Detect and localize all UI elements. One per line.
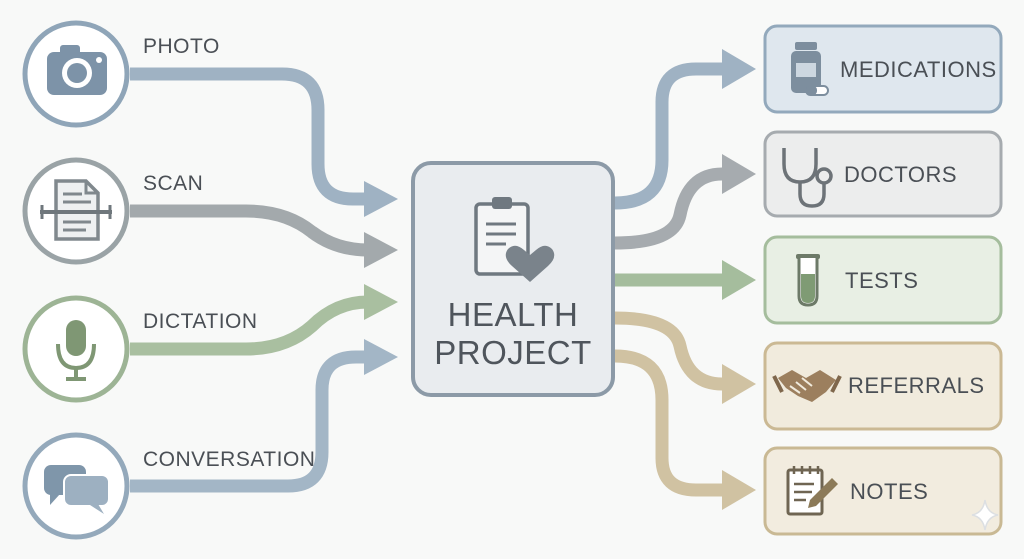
output-label-tests: TESTS bbox=[845, 268, 919, 293]
arrow-notes bbox=[614, 349, 726, 497]
arrowhead-tests bbox=[722, 260, 756, 300]
arrow-conversation bbox=[130, 350, 368, 493]
arrowhead-referrals bbox=[722, 364, 756, 404]
input-label-dictation: DICTATION bbox=[143, 310, 258, 333]
arrowhead-doctors bbox=[722, 154, 756, 194]
input-label-scan: SCAN bbox=[143, 172, 204, 195]
input-photo bbox=[22, 20, 130, 128]
arrowhead-notes bbox=[722, 470, 756, 510]
pill-bottle-icon bbox=[791, 42, 829, 96]
input-label-conversation: CONVERSATION bbox=[143, 448, 316, 471]
hub-box bbox=[411, 161, 615, 397]
arrow-dictation bbox=[130, 295, 369, 356]
chat-bubbles-icon bbox=[44, 465, 110, 514]
output-notes bbox=[763, 446, 1003, 536]
output-tests bbox=[763, 235, 1003, 325]
arrowhead-conversation bbox=[364, 339, 398, 375]
clipboard-heart-icon bbox=[474, 197, 555, 282]
arrow-doctors bbox=[614, 167, 729, 250]
document-scanner-icon bbox=[40, 179, 112, 241]
handshake-icon bbox=[772, 370, 842, 402]
arrowhead-scan bbox=[364, 232, 398, 268]
input-dictation bbox=[22, 295, 130, 403]
input-conversation bbox=[22, 432, 130, 540]
arrowhead-photo bbox=[364, 181, 398, 217]
input-scan bbox=[22, 157, 130, 265]
input-label-photo: PHOTO bbox=[143, 35, 220, 58]
output-label-notes: NOTES bbox=[850, 479, 929, 504]
arrow-photo bbox=[130, 67, 368, 206]
notepad-pencil-icon bbox=[786, 466, 838, 516]
output-label-doctors: DOCTORS bbox=[844, 162, 958, 187]
output-referrals bbox=[763, 341, 1003, 431]
camera-icon bbox=[47, 45, 107, 95]
arrow-scan bbox=[130, 204, 369, 257]
hub-title-line2: PROJECT bbox=[434, 334, 592, 371]
stethoscope-icon bbox=[782, 148, 833, 208]
output-doctors bbox=[763, 130, 1003, 218]
hub-title-line1: HEALTH bbox=[447, 296, 579, 333]
sparkle-icon bbox=[971, 499, 999, 531]
arrow-medications bbox=[614, 62, 724, 210]
arrowhead-medications bbox=[722, 49, 756, 89]
test-tube-icon bbox=[796, 254, 820, 307]
output-medications bbox=[763, 24, 1003, 114]
output-label-medications: MEDICATIONS bbox=[840, 57, 997, 82]
output-label-referrals: REFERRALS bbox=[848, 373, 985, 398]
microphone-icon bbox=[56, 320, 96, 381]
arrow-referrals bbox=[614, 311, 729, 391]
arrowhead-dictation bbox=[364, 284, 398, 320]
